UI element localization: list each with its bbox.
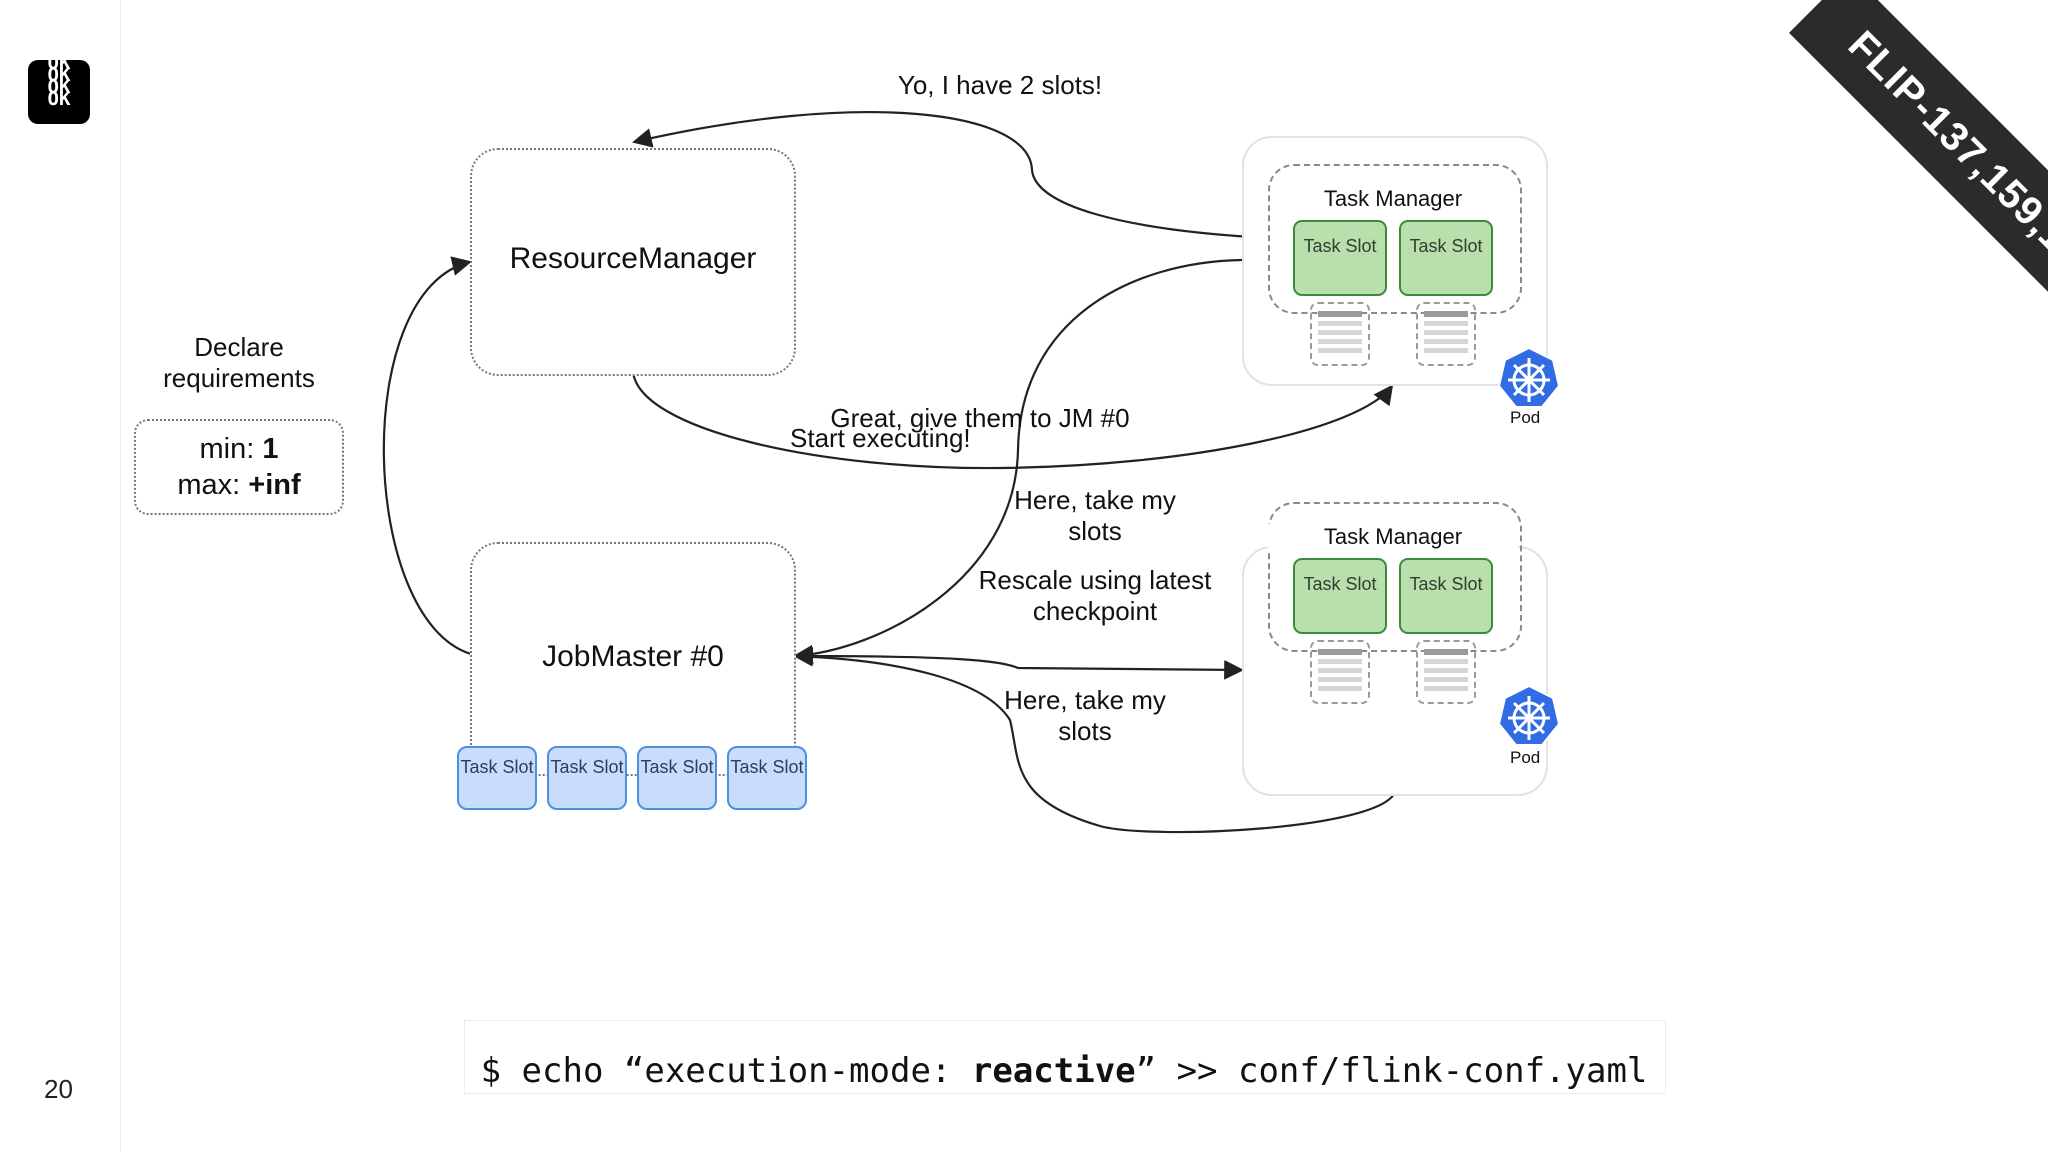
resource-manager-label: ResourceManager <box>509 242 757 275</box>
min-label: min: <box>199 433 263 465</box>
kubernetes-icon <box>1497 684 1561 746</box>
sidebar-divider <box>120 0 121 1152</box>
requirements-box: min: 1 max: +inf <box>134 419 344 515</box>
jm-task-slot: Task Slot <box>547 746 627 810</box>
state-table-icon <box>1310 640 1370 704</box>
tm-task-slot: Task Slot <box>1293 558 1387 634</box>
state-table-icon <box>1310 302 1370 366</box>
max-label: max: <box>177 469 249 501</box>
arrow-pod2-to-jm <box>793 646 1397 834</box>
code-block <box>464 1020 1666 1094</box>
command-mode: reactive <box>971 1051 1136 1091</box>
jm-task-slot: Task Slot <box>457 746 537 810</box>
pod-label: Pod <box>1510 748 1541 767</box>
jm-task-slot: Task Slot <box>637 746 717 810</box>
start-executing-label: Start executing! <box>790 423 971 453</box>
job-master-label: JobMaster #0 <box>542 640 724 673</box>
max-value: +inf <box>248 469 301 501</box>
jm-task-slot: Task Slot <box>727 746 807 810</box>
arrow-rm-to-pod1 <box>631 371 1394 470</box>
command-line: $ echo “execution-mode: reactive” >> con… <box>464 1040 1664 1102</box>
task-manager-box <box>1268 164 1522 314</box>
min-value: 1 <box>262 433 279 465</box>
arrow-jm-to-pod2 <box>794 654 1244 680</box>
state-table-icon <box>1416 640 1476 704</box>
tm-task-slot: Task Slot <box>1399 558 1493 634</box>
job-master-box: JobMaster #0 <box>470 542 796 776</box>
command-suffix: ” >> conf/flink-conf.yaml <box>1135 1051 1648 1091</box>
take-slots-label-2: Here, take my slots <box>1004 685 1166 746</box>
tm-task-slot: Task Slot <box>1399 220 1493 296</box>
pod-label: Pod <box>1510 408 1541 427</box>
resource-manager-box: ResourceManager <box>470 148 796 376</box>
rescale-label: Rescale using latest checkpoint <box>978 565 1212 626</box>
logo-line: OK <box>47 64 71 86</box>
kubernetes-icon <box>1497 346 1561 408</box>
arrow-pod1-to-jm <box>793 258 1243 665</box>
task-manager-box <box>1268 502 1522 652</box>
task-manager-title: Task Manager <box>1323 186 1463 211</box>
great-give-label: Great, give them to JM #0 <box>830 403 1130 433</box>
arrow-jm-to-rm <box>382 256 472 656</box>
task-manager-title: Task Manager <box>1268 524 1518 550</box>
take-slots-label-1: Here, take my slots <box>1014 485 1176 546</box>
arrow-yo-slots <box>632 111 1269 240</box>
tm-task-slot: Task Slot <box>1293 220 1387 296</box>
logo-line: OK <box>47 60 71 74</box>
yo-slots-label: Yo, I have 2 slots! <box>897 70 1103 100</box>
page-number: 20 <box>44 1074 73 1104</box>
logo-line: OK <box>47 76 71 98</box>
command-prefix: $ echo “execution-mode: <box>480 1051 972 1091</box>
logo-line: OK <box>47 88 71 110</box>
state-table-icon <box>1416 302 1476 366</box>
declare-requirements-label: Declare requirements <box>163 332 315 393</box>
brand-logo: OK OK OK OK <box>28 60 90 124</box>
